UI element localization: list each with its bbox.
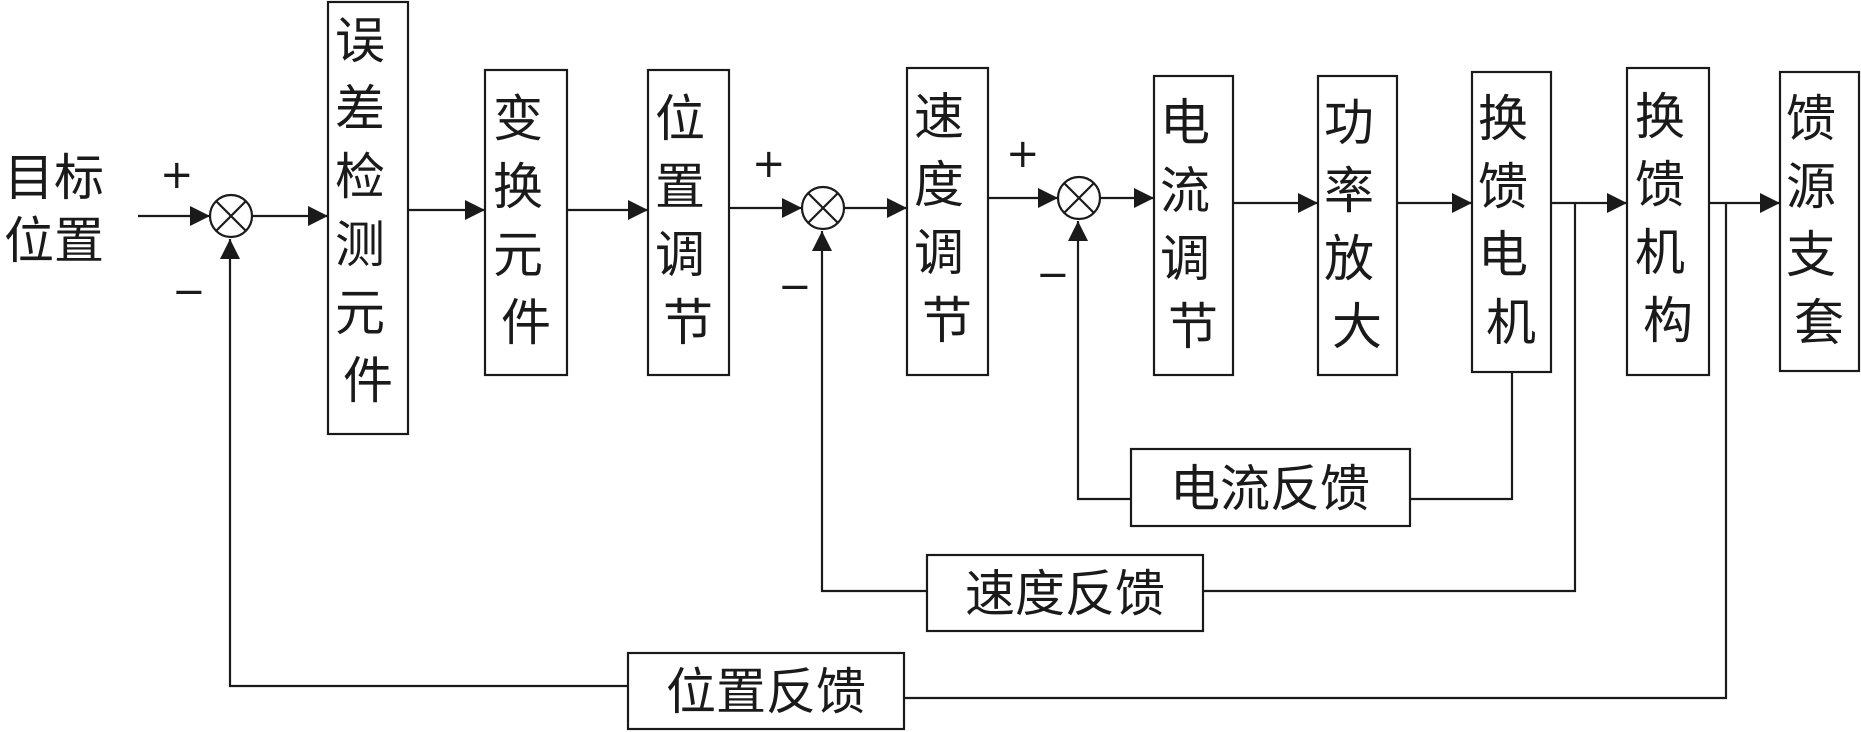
summing-junction-position (208, 193, 254, 239)
block-convert (483, 68, 569, 377)
block-label-feed-mechanism: 换 馈 机 构 (1635, 88, 1701, 350)
block-error-detect (326, 0, 410, 436)
plus-sign-3: + (1006, 131, 1040, 177)
position-feedback-box (626, 651, 906, 731)
block-current-reg (1152, 74, 1235, 377)
speed-feedback-box (925, 553, 1205, 633)
block-label-feed-motor: 换 馈 电 机 (1478, 90, 1544, 352)
minus-sign-1: − (172, 269, 206, 315)
summing-junction-current (1056, 175, 1102, 221)
summing-junction-speed (800, 185, 846, 231)
plus-sign-1: + (160, 152, 194, 198)
block-position-reg (646, 68, 731, 377)
block-power-amp (1316, 74, 1399, 377)
position-feedback-label: 位置反馈 (666, 663, 866, 721)
speed-feedback-label: 速度反馈 (965, 565, 1165, 623)
block-speed-reg (905, 66, 990, 377)
block-label-convert: 变 换 元 件 (493, 90, 559, 352)
plus-sign-2: + (752, 141, 786, 187)
input-label-line1: 目标 (4, 149, 104, 207)
block-label-current-reg: 电 流 调 节 (1160, 94, 1226, 356)
block-label-power-amp: 功 率 放 大 (1324, 94, 1390, 356)
current-feedback-box (1129, 447, 1412, 528)
input-label-line2: 位置 (4, 212, 104, 270)
block-feed-mechanism (1625, 66, 1711, 377)
minus-sign-3: − (1036, 252, 1070, 298)
block-label-feed-source: 馈 源 支 套 (1786, 90, 1852, 352)
block-feed-source (1778, 70, 1861, 373)
current-feedback-label: 电流反馈 (1170, 460, 1370, 518)
block-label-error-detect: 误 差 检 测 元 件 (335, 12, 401, 410)
block-label-speed-reg: 速 度 调 节 (914, 88, 980, 350)
block-feed-motor (1470, 70, 1553, 374)
block-label-position-reg: 位 置 调 节 (655, 90, 721, 352)
minus-sign-2: − (778, 264, 812, 310)
